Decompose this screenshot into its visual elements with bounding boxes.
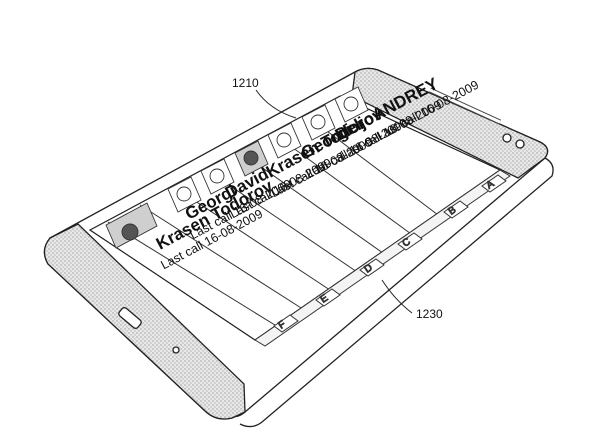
avatar-icon[interactable] <box>105 202 158 249</box>
avatar-icon[interactable] <box>301 104 336 141</box>
reference-1230: 1230 <box>381 279 443 321</box>
index-key[interactable]: A <box>481 174 507 193</box>
avatar-icon[interactable] <box>167 176 202 213</box>
avatar-icon[interactable] <box>200 158 235 195</box>
index-key[interactable]: B <box>443 200 469 219</box>
avatar-icon[interactable] <box>334 86 369 123</box>
avatar-icon[interactable] <box>234 140 269 177</box>
reference-1210: 1210 <box>232 76 297 119</box>
index-bar: A B C D E F <box>254 169 511 347</box>
ref-label-index-bar: 1230 <box>416 307 443 321</box>
avatar-icon[interactable] <box>267 122 302 159</box>
index-key[interactable]: D <box>359 258 385 277</box>
contact-list <box>107 115 447 331</box>
index-key[interactable]: C <box>397 232 423 251</box>
ref-label-list: 1210 <box>232 76 259 90</box>
avatar-column <box>105 86 369 249</box>
index-key[interactable]: F <box>273 314 299 333</box>
index-key[interactable]: E <box>315 288 341 307</box>
